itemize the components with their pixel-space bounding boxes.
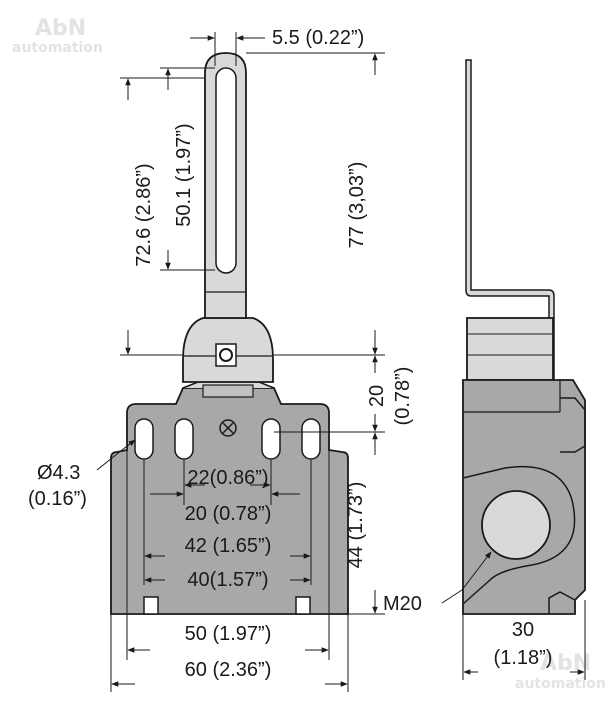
dim-slot-length: 50.1 (1.97”) bbox=[173, 123, 195, 226]
dim-depth-in: (1.18”) bbox=[494, 647, 553, 669]
watermark-sub: automation bbox=[12, 40, 103, 56]
dim-hole-dia-mm: Ø4.3 bbox=[37, 462, 80, 484]
dim-lever-width: 5.5 (0.22”) bbox=[272, 27, 364, 49]
dim-depth-mm: 30 bbox=[512, 619, 534, 641]
conduit-label: M20 bbox=[383, 593, 422, 615]
dim-pivot-offset-in: (0.78”) bbox=[392, 367, 414, 426]
base-notch-left bbox=[143, 596, 159, 615]
dim-body-height: 44 (1.73”) bbox=[345, 482, 367, 569]
dim-hole-spacing: 20 (0.78”) bbox=[185, 503, 272, 525]
dim-base-width: 50 (1.97”) bbox=[185, 623, 272, 645]
side-head bbox=[466, 317, 554, 381]
slot-1 bbox=[134, 418, 154, 460]
slot-4 bbox=[301, 418, 321, 460]
dim-hole-dia-in: (0.16”) bbox=[28, 488, 87, 510]
cable-gland bbox=[462, 465, 576, 605]
side-view: M20 30 (1.18”) bbox=[383, 59, 586, 680]
watermark-top: AbN automation bbox=[12, 16, 103, 56]
slot-3 bbox=[261, 418, 281, 460]
screw-icon bbox=[219, 419, 237, 437]
slot-2 bbox=[174, 418, 194, 460]
watermark-brand: AbN bbox=[35, 16, 86, 41]
watermark-sub-2: automation bbox=[515, 676, 606, 692]
conduit-port bbox=[481, 490, 551, 560]
dim-pivot-offset-mm: 20 bbox=[366, 385, 388, 407]
dim-overall-width: 60 (2.36”) bbox=[185, 659, 272, 681]
lever-slot bbox=[215, 67, 237, 274]
dim-total-height: 77 (3,03”) bbox=[346, 162, 368, 249]
dim-lever-length: 72.6 (2.86”) bbox=[133, 163, 155, 266]
watermark-bottom: AbN automation bbox=[515, 651, 606, 692]
mounting-slots bbox=[134, 418, 321, 460]
dim-inner-hole-spacing: 22(0.86”) bbox=[187, 467, 268, 489]
base-notch-right bbox=[295, 596, 311, 615]
dim-mounting-width: 42 (1.65”) bbox=[185, 535, 272, 557]
dim-body-spacing: 40(1.57”) bbox=[187, 569, 268, 591]
front-view: 5.5 (0.22”) 72.6 (2.86”) 50.1 (1.97”) 77… bbox=[28, 27, 414, 692]
